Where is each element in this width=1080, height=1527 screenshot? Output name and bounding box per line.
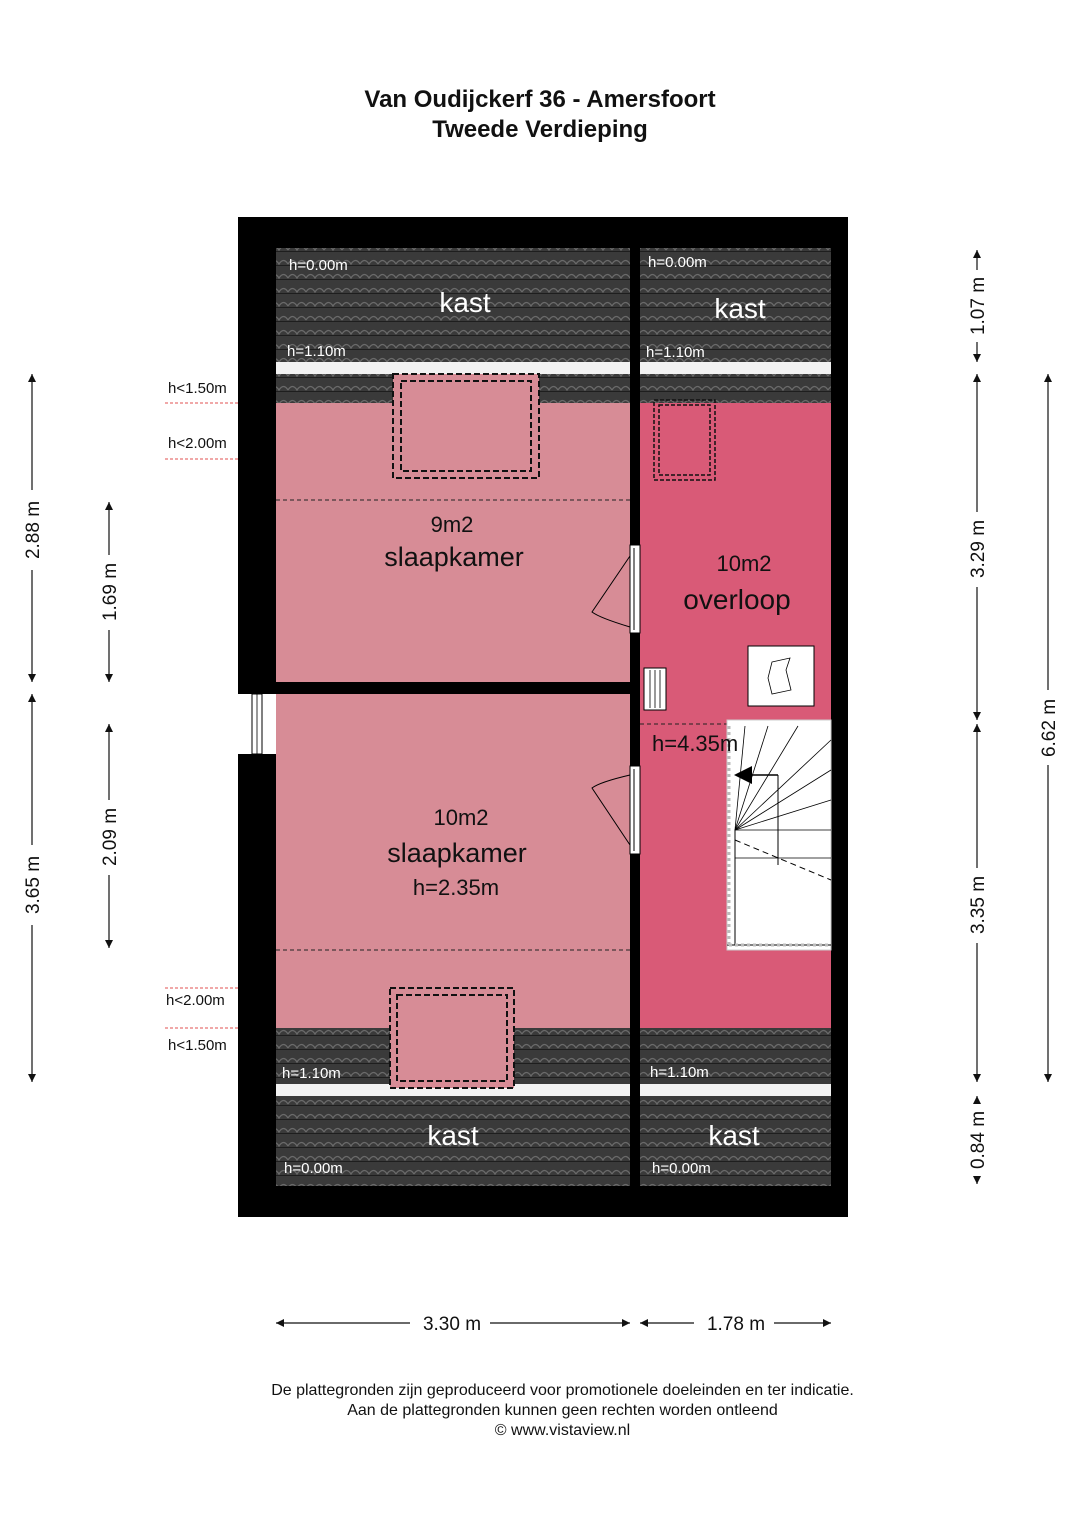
- radiator: [643, 667, 667, 711]
- label-bedroom-bottom: slaapkamer: [387, 838, 527, 868]
- dim-bottom-right: 1.78 m: [707, 1314, 765, 1335]
- skylight-top-left: [392, 373, 540, 479]
- plan-title: Van Oudijckerf 36 - Amersfoort: [364, 86, 716, 113]
- kneewall-bottom-right: [640, 1084, 831, 1096]
- roof-tiles-bottom-right: [640, 1028, 831, 1186]
- kneewall-top-right: [640, 362, 831, 374]
- h-kast-bottom-right-bottom: h=0.00m: [652, 1160, 711, 1177]
- central-wall: [630, 248, 640, 1186]
- disclaimer-line-2: Aan de plattegronden kunnen geen rechten…: [347, 1402, 778, 1419]
- kneewall-top-left: [276, 362, 630, 374]
- dim-right-3: 3.35 m: [968, 876, 989, 934]
- h-kast-bottom-left-top: h=1.10m: [282, 1065, 341, 1082]
- dim-right-2: 3.29 m: [968, 520, 989, 578]
- h-kast-top-right-bottom: h=1.10m: [646, 344, 705, 361]
- area-bedroom-top: 9m2: [431, 512, 474, 537]
- dim-left-inner-top: 1.69 m: [100, 563, 121, 621]
- dim-right-4: 0.84 m: [968, 1111, 989, 1169]
- height-landing: h=4.35m: [652, 731, 738, 756]
- h-kast-bottom-left-bottom: h=0.00m: [284, 1160, 343, 1177]
- label-kast-bottom-right: kast: [708, 1120, 760, 1151]
- height-bedroom-bottom: h=2.35m: [413, 875, 499, 900]
- plan-subtitle: Tweede Verdieping: [432, 116, 648, 143]
- label-kast-top-left: kast: [439, 287, 491, 318]
- label-kast-bottom-left: kast: [427, 1120, 479, 1151]
- bedroom-divider-wall: [276, 682, 630, 694]
- bedroom-bottom: [276, 694, 630, 1028]
- dim-left-inner-bottom: 2.09 m: [100, 808, 121, 866]
- dim-left-outer-top: 2.88 m: [23, 501, 44, 559]
- dim-bottom-left: 3.30 m: [423, 1314, 481, 1335]
- area-bedroom-bottom: 10m2: [433, 805, 488, 830]
- skylight-bottom-left: [389, 987, 515, 1089]
- mark-top-150: h<1.50m: [168, 380, 227, 397]
- copyright: © www.vistaview.nl: [494, 1422, 631, 1439]
- label-landing: overloop: [683, 584, 790, 615]
- area-landing: 10m2: [716, 551, 771, 576]
- skylight-top-right: [653, 399, 716, 481]
- dim-right-1: 1.07 m: [968, 277, 989, 335]
- label-bedroom-top: slaapkamer: [384, 542, 524, 572]
- dim-right-total: 6.62 m: [1039, 699, 1060, 757]
- h-kast-top-left-top: h=0.00m: [289, 257, 348, 274]
- h-kast-bottom-right-top: h=1.10m: [650, 1064, 709, 1081]
- door-bedroom-bottom: [591, 765, 641, 855]
- label-kast-top-right: kast: [714, 293, 766, 324]
- landing-cabinet: [747, 645, 815, 707]
- roof-tiles-top-right: [640, 248, 831, 403]
- h-kast-top-right-top: h=0.00m: [648, 254, 707, 271]
- disclaimer-line-1: De plattegronden zijn geproduceerd voor …: [271, 1382, 854, 1399]
- mark-bottom-200: h<2.00m: [166, 992, 225, 1009]
- mark-top-200: h<2.00m: [168, 435, 227, 452]
- dim-left-outer-bottom: 3.65 m: [23, 856, 44, 914]
- h-kast-top-left-bottom: h=1.10m: [287, 343, 346, 360]
- door-bedroom-top: [591, 544, 641, 634]
- window-left: [238, 693, 276, 755]
- mark-bottom-150: h<1.50m: [168, 1037, 227, 1054]
- kneewall-bottom-left: [276, 1084, 630, 1096]
- staircase: [726, 719, 832, 951]
